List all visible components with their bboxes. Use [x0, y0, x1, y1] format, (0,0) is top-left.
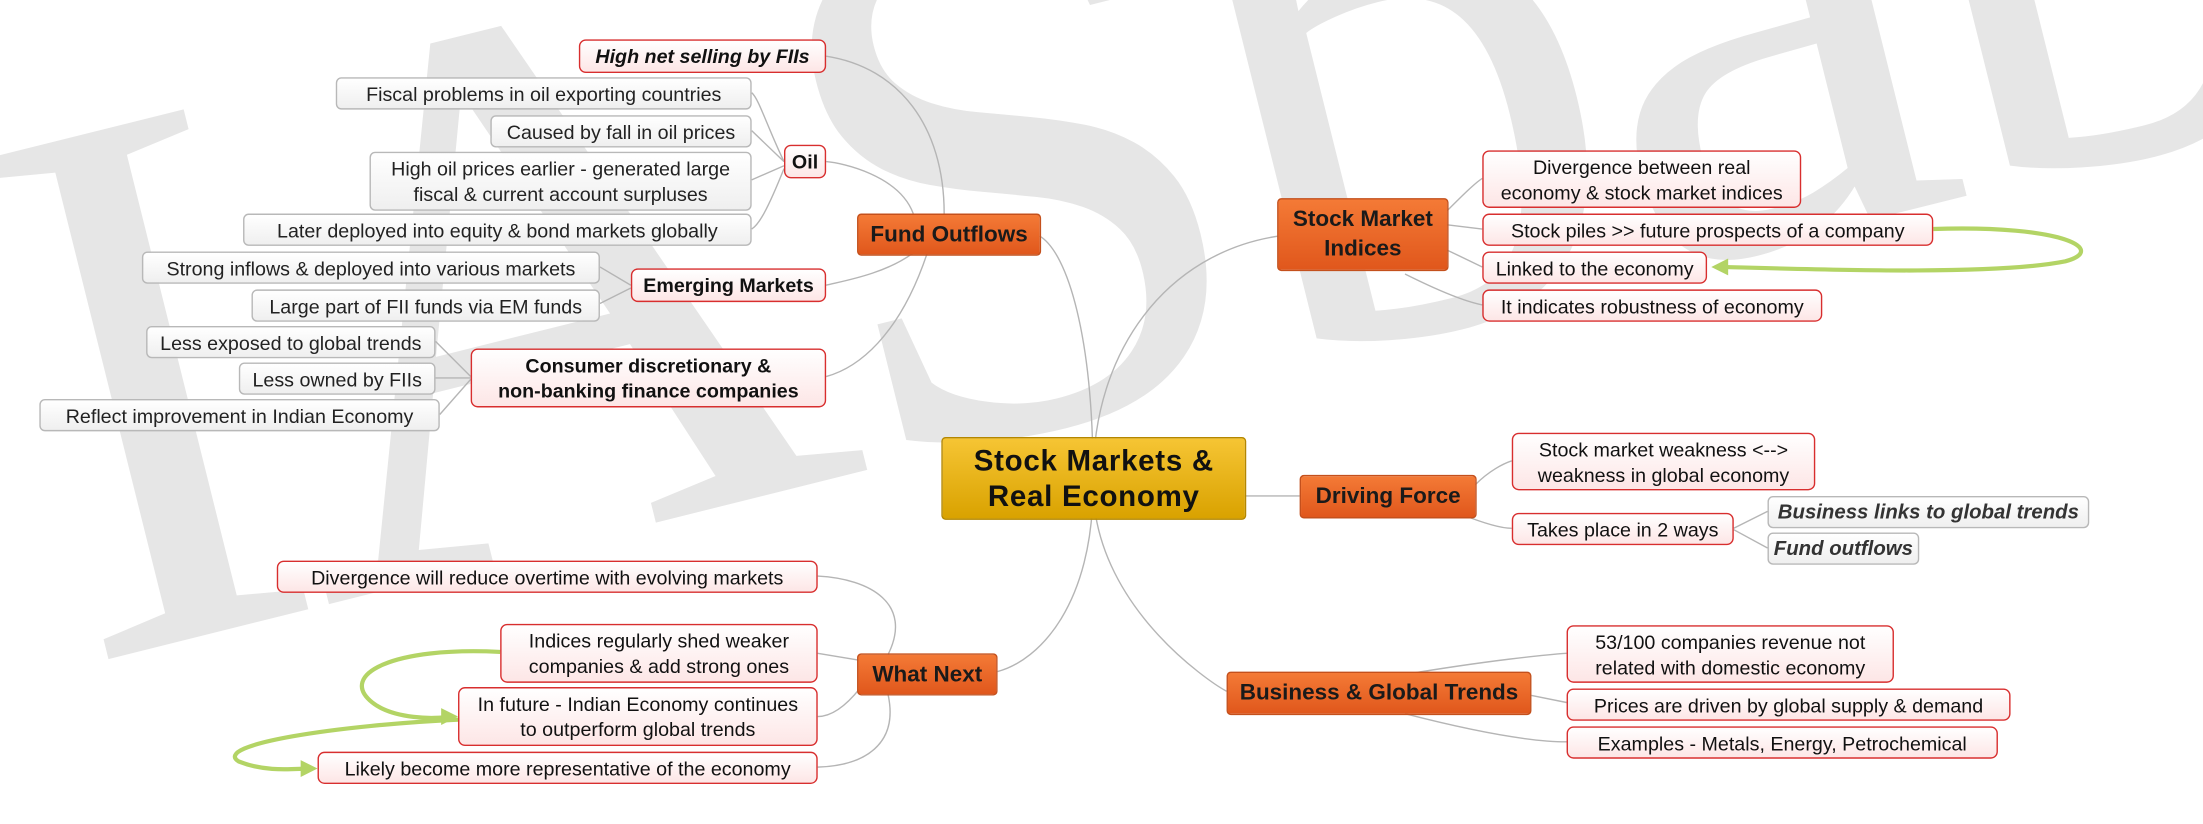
consumer-discretionary-node[interactable]: Consumer discretionary & non-banking fin…: [470, 348, 827, 408]
driving-two-ways-node[interactable]: Takes place in 2 ways: [1511, 512, 1734, 546]
business-item-2[interactable]: Prices are driven by global supply & dem…: [1566, 688, 2011, 721]
central-topic[interactable]: Stock Markets & Real Economy: [941, 436, 1247, 520]
topic-what-next[interactable]: What Next: [857, 653, 998, 696]
what-next-item-2[interactable]: Indices regularly shed weaker companies …: [500, 623, 818, 683]
high-net-selling-node[interactable]: High net selling by FIIs: [578, 39, 827, 74]
business-item-1[interactable]: 53/100 companies revenue not related wit…: [1566, 625, 1894, 683]
business-item-3[interactable]: Examples - Metals, Energy, Petrochemical: [1566, 726, 1998, 759]
oil-item-1[interactable]: Fiscal problems in oil exporting countri…: [335, 77, 752, 110]
consumer-item-1[interactable]: Less exposed to global trends: [146, 325, 436, 359]
oil-item-2[interactable]: Caused by fall in oil prices: [490, 115, 752, 148]
what-next-item-1[interactable]: Divergence will reduce overtime with evo…: [276, 560, 818, 593]
topic-business-global-trends[interactable]: Business & Global Trends: [1226, 671, 1532, 716]
way-business-links[interactable]: Business links to global trends: [1767, 495, 2090, 529]
consumer-item-3[interactable]: Reflect improvement in Indian Economy: [39, 399, 440, 432]
what-next-item-4[interactable]: Likely become more representative of the…: [317, 751, 818, 784]
topic-stock-market-indices[interactable]: Stock Market Indices: [1277, 198, 1449, 272]
driving-weakness-node[interactable]: Stock market weakness <--> weakness in g…: [1511, 432, 1816, 491]
topic-fund-outflows[interactable]: Fund Outflows: [857, 213, 1042, 256]
indices-item-4[interactable]: It indicates robustness of economy: [1482, 289, 1823, 322]
indices-item-3[interactable]: Linked to the economy: [1482, 251, 1708, 284]
way-fund-outflows[interactable]: Fund outflows: [1767, 532, 1920, 565]
topic-driving-force[interactable]: Driving Force: [1299, 474, 1477, 519]
what-next-item-3[interactable]: In future - Indian Economy continues to …: [458, 687, 818, 747]
emerging-item-1[interactable]: Strong inflows & deployed into various m…: [141, 251, 600, 284]
oil-item-3[interactable]: High oil prices earlier - generated larg…: [369, 151, 752, 211]
oil-item-4[interactable]: Later deployed into equity & bond market…: [243, 213, 752, 246]
consumer-item-2[interactable]: Less owned by FIIs: [238, 362, 436, 395]
oil-node[interactable]: Oil: [783, 144, 827, 179]
emerging-item-2[interactable]: Large part of FII funds via EM funds: [251, 289, 600, 322]
indices-item-1[interactable]: Divergence between real economy & stock …: [1482, 150, 1802, 208]
indices-item-2[interactable]: Stock piles >> future prospects of a com…: [1482, 213, 1934, 246]
emerging-markets-node[interactable]: Emerging Markets: [630, 268, 827, 303]
